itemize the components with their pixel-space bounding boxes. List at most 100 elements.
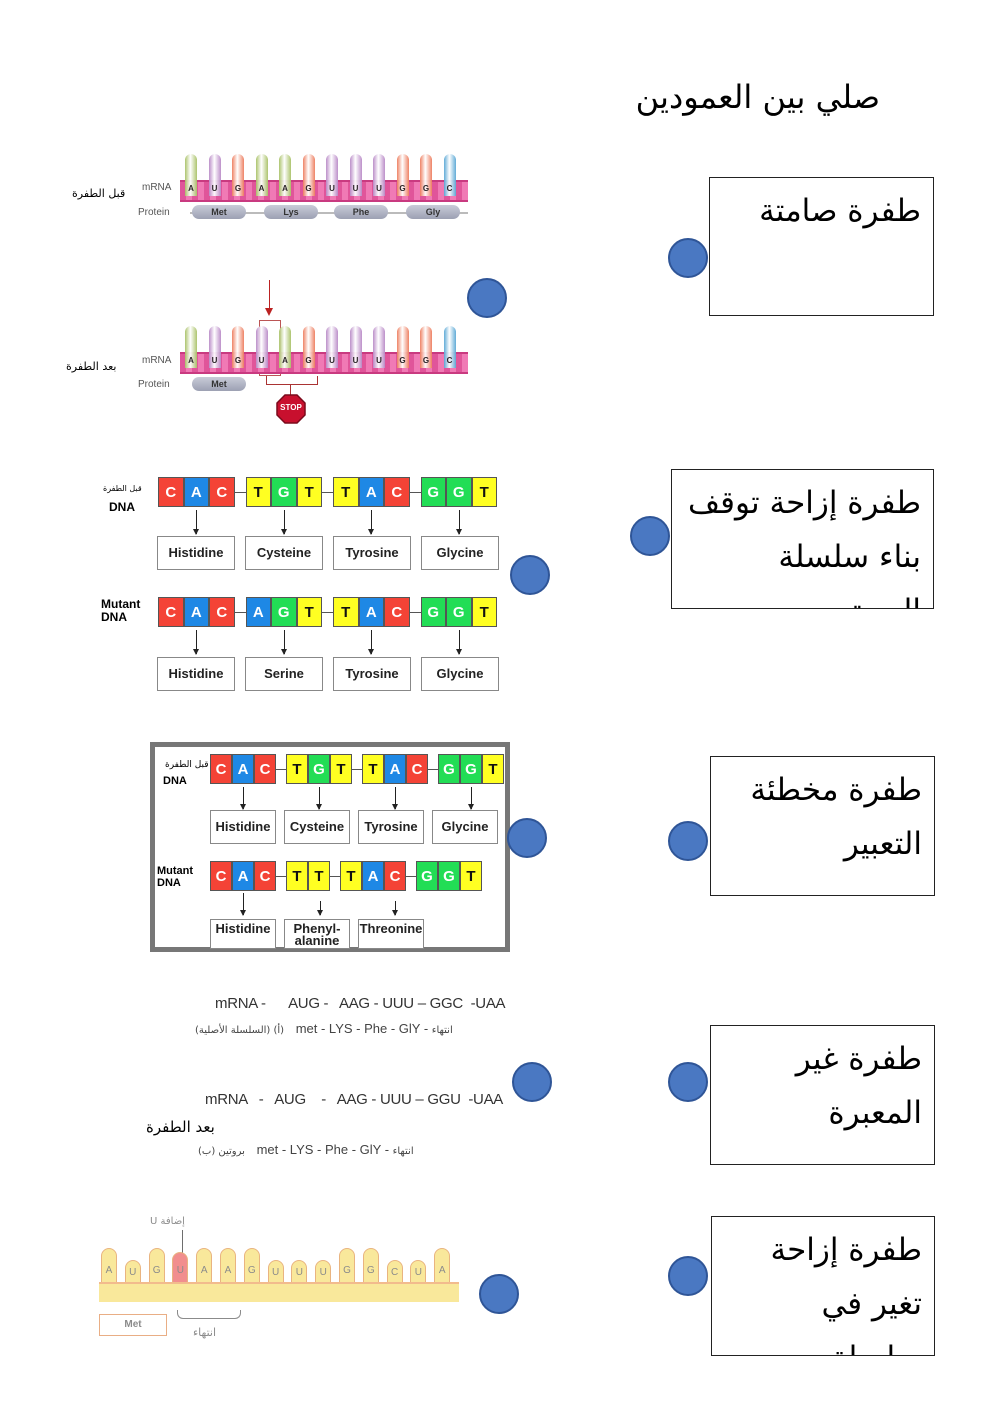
base-G: G: [420, 597, 446, 627]
right-connector-dot-5[interactable]: [668, 1256, 708, 1296]
amino-acid: Tyrosine: [358, 810, 424, 844]
base-G: G: [302, 326, 315, 368]
original-chain-label: (السلسلة الأصلية) (أ): [195, 1025, 285, 1036]
down-arrow-icon: [455, 510, 462, 535]
mutation-arrow-icon: [269, 280, 270, 312]
answer-label: طفرة إزاحة تغير في سلسلة البروتين: [770, 1232, 922, 1355]
amino-acid: Tyrosine: [333, 657, 411, 691]
base-T: T: [286, 861, 308, 891]
base-G: G: [438, 861, 460, 891]
base-A: A: [434, 1248, 451, 1284]
down-arrow-icon: [317, 901, 323, 916]
stop-codon-bracket: [177, 1310, 241, 1319]
stop-label: انتهاء: [431, 1025, 453, 1036]
answer-label: طفرة إزاحة توقف بناء سلسلة البروتين: [688, 485, 921, 608]
after-mutation-label: بعد الطفرة: [146, 1118, 215, 1136]
base-U: U: [255, 326, 268, 368]
right-connector-dot-4[interactable]: [668, 1062, 708, 1102]
base-C: C: [209, 597, 235, 627]
base-G: G: [420, 477, 446, 507]
base-G: G: [271, 477, 297, 507]
base-G: G: [232, 326, 244, 368]
left-connector-dot-5[interactable]: [479, 1274, 519, 1314]
right-connector-dot-2[interactable]: [630, 516, 670, 556]
after-mutation-label: بعد الطفرة: [66, 360, 117, 373]
base-C: C: [386, 1260, 403, 1284]
base-G: G: [420, 154, 432, 196]
base-U: U: [172, 1252, 189, 1284]
protein-chain-label: بروتين (ب): [198, 1146, 245, 1157]
answer-box-frameshift-change[interactable]: طفرة إزاحة تغير في سلسلة البروتين: [711, 1216, 935, 1356]
base-C: C: [254, 754, 276, 784]
mrna-strand: [180, 180, 468, 202]
right-connector-dot-3[interactable]: [668, 821, 708, 861]
base-G: G: [438, 754, 460, 784]
base-C: C: [210, 754, 232, 784]
base-A: A: [358, 597, 384, 627]
base-T: T: [340, 861, 362, 891]
dna-word: DNA: [101, 610, 127, 624]
base-A: A: [245, 597, 271, 627]
base-C: C: [384, 861, 406, 891]
base-G: G: [396, 326, 409, 368]
base-A: A: [232, 754, 254, 784]
codon-connector: [330, 876, 340, 877]
base-A: A: [255, 154, 268, 196]
base-C: C: [443, 326, 456, 368]
down-arrow-icon: [368, 630, 375, 655]
base-T: T: [333, 597, 359, 627]
down-arrow-icon: [468, 787, 474, 810]
left-connector-dot-2[interactable]: [510, 555, 550, 595]
stop-label: STOP: [280, 403, 302, 412]
base-U: U: [410, 1260, 427, 1284]
base-C: C: [384, 477, 410, 507]
down-arrow-icon: [392, 901, 398, 916]
protein-label: Protein: [138, 207, 170, 218]
down-arrow-icon: [193, 630, 200, 655]
down-arrow-icon: [368, 510, 375, 535]
base-A: A: [196, 1248, 213, 1284]
base-A: A: [185, 326, 197, 368]
base-U: U: [124, 1260, 141, 1284]
protein-chain-line: [190, 212, 468, 214]
dna-label: DNA: [109, 500, 135, 514]
answer-box-silent[interactable]: طفرة صامتة: [709, 177, 934, 316]
mrna-strand: [180, 352, 468, 374]
arrowhead-icon: [265, 308, 273, 316]
base-U: U: [291, 1260, 308, 1284]
codon-connector: [409, 492, 421, 493]
answer-box-nonsense[interactable]: طفرة غير المعبرة: [710, 1025, 935, 1165]
base-A: A: [220, 1248, 236, 1284]
protein-phe: Phe: [334, 205, 388, 219]
codon-connector: [406, 876, 416, 877]
base-A: A: [362, 861, 384, 891]
base-T: T: [362, 754, 384, 784]
down-arrow-icon: [280, 510, 287, 535]
base-A: A: [384, 754, 406, 784]
base-U: U: [267, 1260, 284, 1284]
base-G: G: [460, 754, 482, 784]
left-connector-dot-3[interactable]: [507, 818, 547, 858]
amino-acid: Serine: [245, 657, 323, 691]
answer-box-missense[interactable]: طفرة مخطئة التعبير: [710, 756, 935, 896]
left-connector-dot-4[interactable]: [512, 1062, 552, 1102]
right-connector-dot-1[interactable]: [668, 238, 708, 278]
base-A: A: [279, 154, 291, 196]
amino-acid: Histidine: [157, 657, 235, 691]
before-mutation-label: قبل الطفرة: [103, 484, 142, 493]
mrna-sequence-mutant: mRNA - AUG - AAG - UUU – GGU -UAA: [205, 1091, 503, 1108]
mrna-label: mRNA: [142, 182, 172, 193]
protein-met: Met: [192, 377, 246, 391]
insertion-label: إضافة U: [150, 1216, 185, 1227]
answer-box-frameshift-stop[interactable]: طفرة إزاحة توقف بناء سلسلة البروتين: [671, 469, 934, 609]
base-G: G: [243, 1248, 260, 1284]
left-connector-dot-1[interactable]: [467, 278, 507, 318]
protein-met: Met: [99, 1314, 167, 1336]
dna-word: DNA: [157, 877, 181, 889]
insertion-pointer: [182, 1230, 183, 1262]
amino-acid: Histidine: [210, 810, 276, 844]
stop-label: انتهاء: [193, 1326, 217, 1339]
